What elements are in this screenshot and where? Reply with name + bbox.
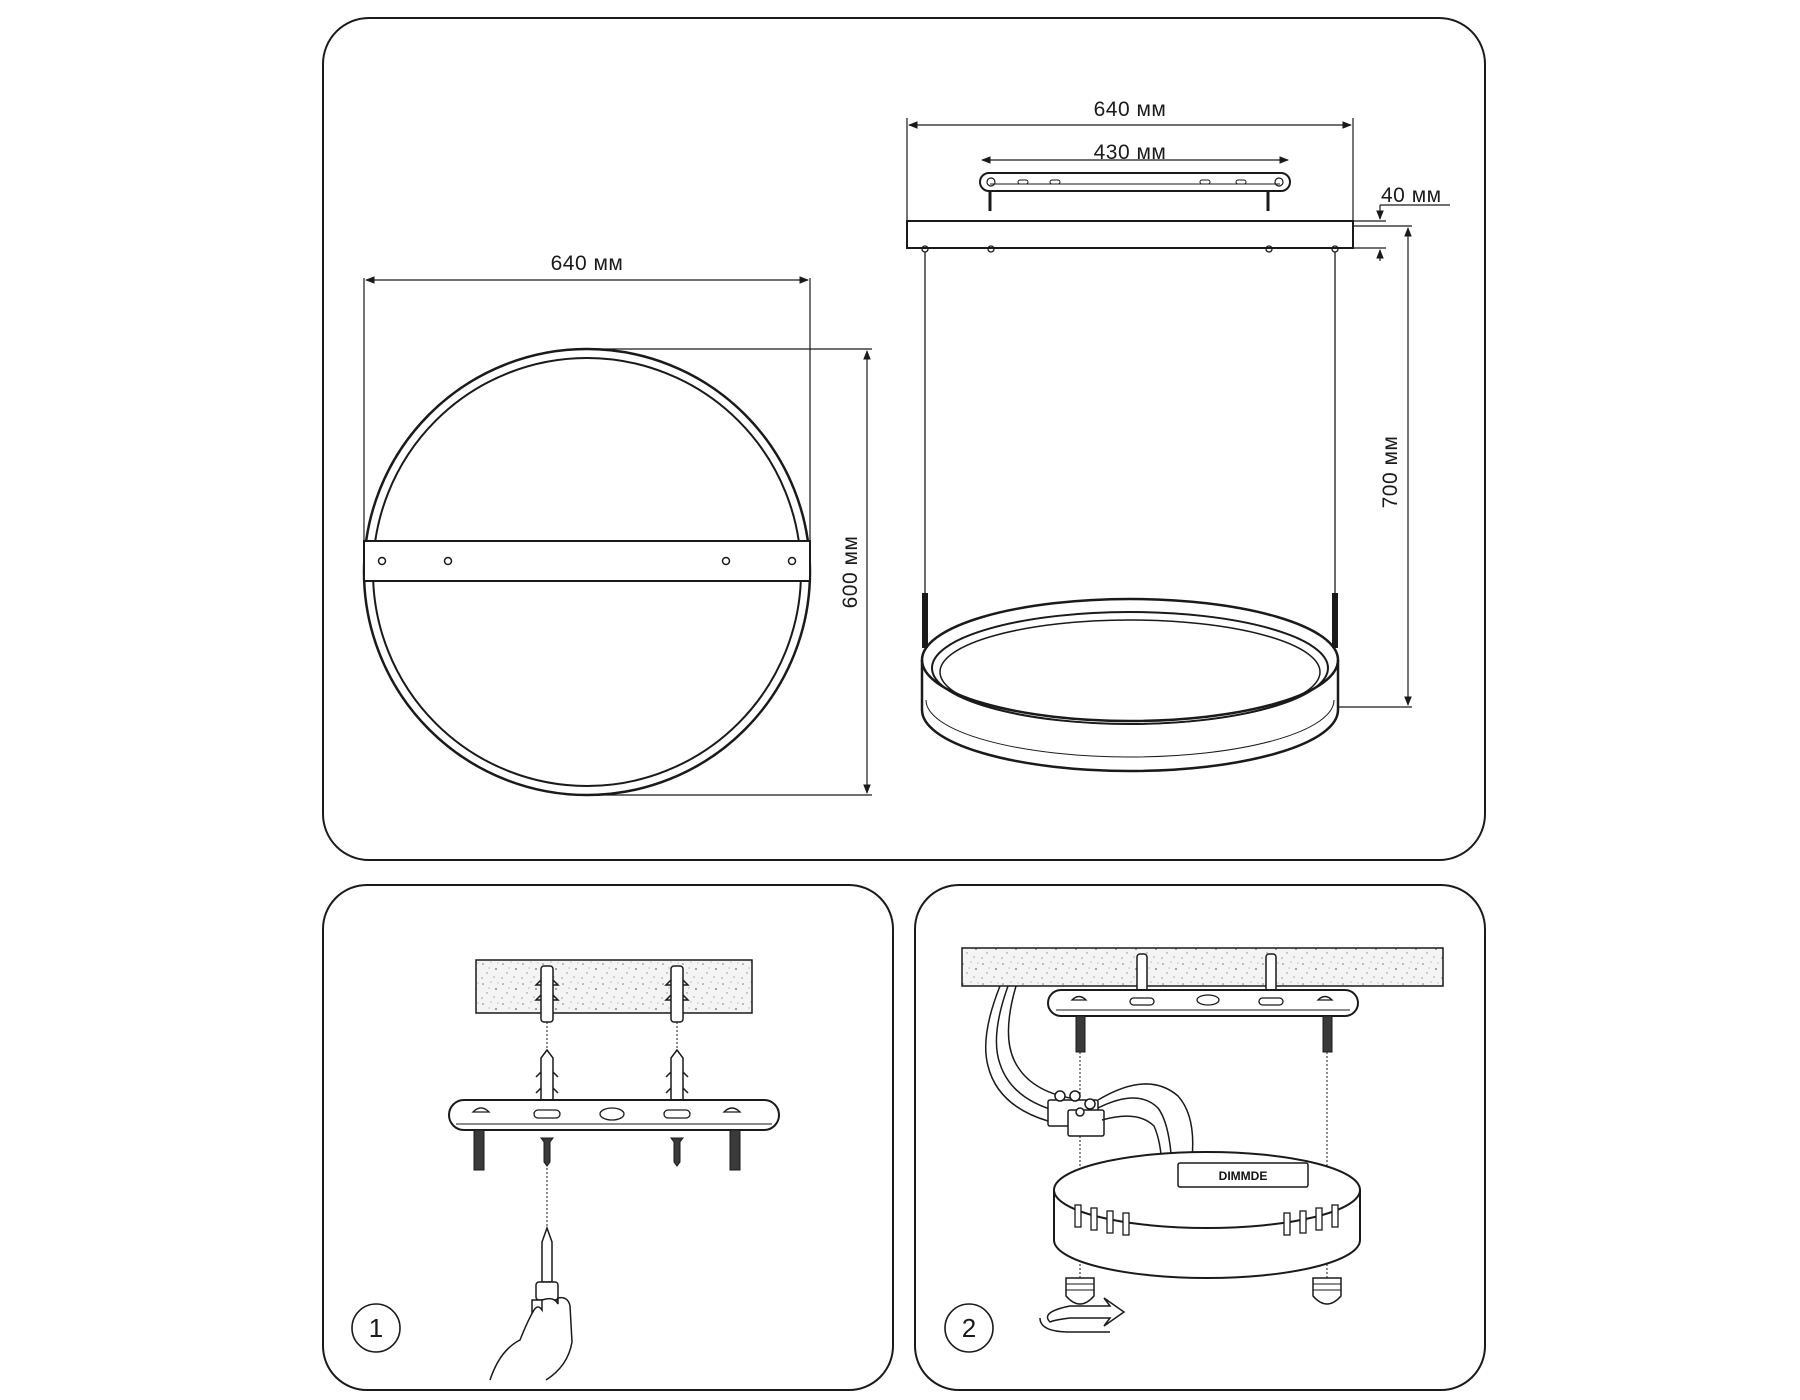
ceiling-block (475, 959, 753, 1014)
guide-lines (546, 1022, 678, 1228)
vent-slots (1074, 1204, 1339, 1236)
top-panel: 640 мм 600 мм (322, 17, 1486, 861)
threaded-bolts (473, 1129, 741, 1171)
hand-icon (489, 1296, 573, 1381)
top-width-label: 640 мм (1094, 98, 1167, 121)
top-width-dimension (906, 118, 1354, 221)
ring-front-view (362, 347, 812, 797)
canopy-height-dimension (1353, 204, 1450, 261)
ceiling-anchors-2 (1136, 953, 1277, 995)
ring-height-label: 600 мм (839, 536, 862, 609)
step-1-number: 1 (369, 1313, 383, 1343)
driver-canopy (1053, 1151, 1361, 1279)
ceiling-block-2 (961, 947, 1444, 987)
lamp-side-view (906, 172, 1354, 773)
canopy-height-label: 40 мм (1381, 184, 1442, 207)
terminal-block (1047, 1090, 1105, 1137)
loose-anchors (535, 1048, 689, 1109)
total-height-label: 700 мм (1379, 436, 1402, 509)
bar-length-label: 430 мм (1094, 141, 1167, 164)
total-height-dimension (1338, 225, 1412, 708)
ring-width-label: 640 мм (551, 252, 624, 275)
ceiling-anchors (534, 965, 690, 1023)
mounting-bar-2 (1047, 989, 1359, 1017)
supply-wires (984, 985, 1071, 1122)
screws (540, 1137, 684, 1167)
driver-label: DIMMDE (1219, 1169, 1268, 1183)
threaded-bolts-2 (1075, 1015, 1333, 1053)
step-1-badge (351, 1303, 401, 1353)
cap-nuts (1065, 1277, 1342, 1305)
step-2-panel: DIMMDE 2 (914, 884, 1486, 1391)
step-2-badge (944, 1303, 994, 1353)
ring-width-dimension (363, 276, 811, 541)
rotate-arrow-icon (1039, 1297, 1126, 1333)
driver-box (1177, 1162, 1309, 1188)
step-2-number: 2 (962, 1313, 976, 1343)
ring-height-dimension (587, 348, 872, 796)
mounting-bar (448, 1099, 780, 1131)
step-1-panel: 1 (322, 884, 894, 1391)
